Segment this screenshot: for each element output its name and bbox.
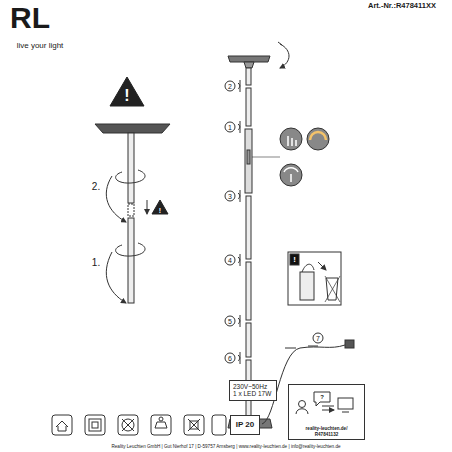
callout-number: 4 [228,257,232,264]
brand-slogan: live your light [17,42,64,50]
callout-number: 6 [228,355,232,362]
spec-box: 230V~50Hz1 x LED 17W [229,380,277,401]
callout-number: 3 [228,193,232,200]
warning-mark: ! [159,207,161,214]
website-box: reality-leuchten.de/R47841132 [288,384,365,440]
question-mark: ? [320,394,324,400]
step-number: 2. [92,182,100,192]
callout-number: 7 [316,335,320,342]
callout-number: 1 [228,124,232,131]
box-text: reality-leuchten.de/ [306,426,348,431]
box-text: 1 x LED 17W [233,390,271,397]
callout-number: 2 [228,83,232,90]
footer-address: Reality Leuchten GmbH | Gut Nierhof 17 |… [111,445,340,450]
box-text: IP 20 [236,420,255,429]
logo-text: RL [10,3,50,33]
warning-mark: ! [124,88,129,104]
warning-mark: ! [293,256,296,264]
box-text: 230V~50Hz [233,383,267,390]
article-number: Art.-Nr.:R478411XX [368,2,436,10]
ip-rating-box: IP 20 [230,415,260,435]
step-number: 1. [92,258,100,268]
callout-number: 5 [228,318,232,325]
box-text: R47841132 [315,432,339,437]
